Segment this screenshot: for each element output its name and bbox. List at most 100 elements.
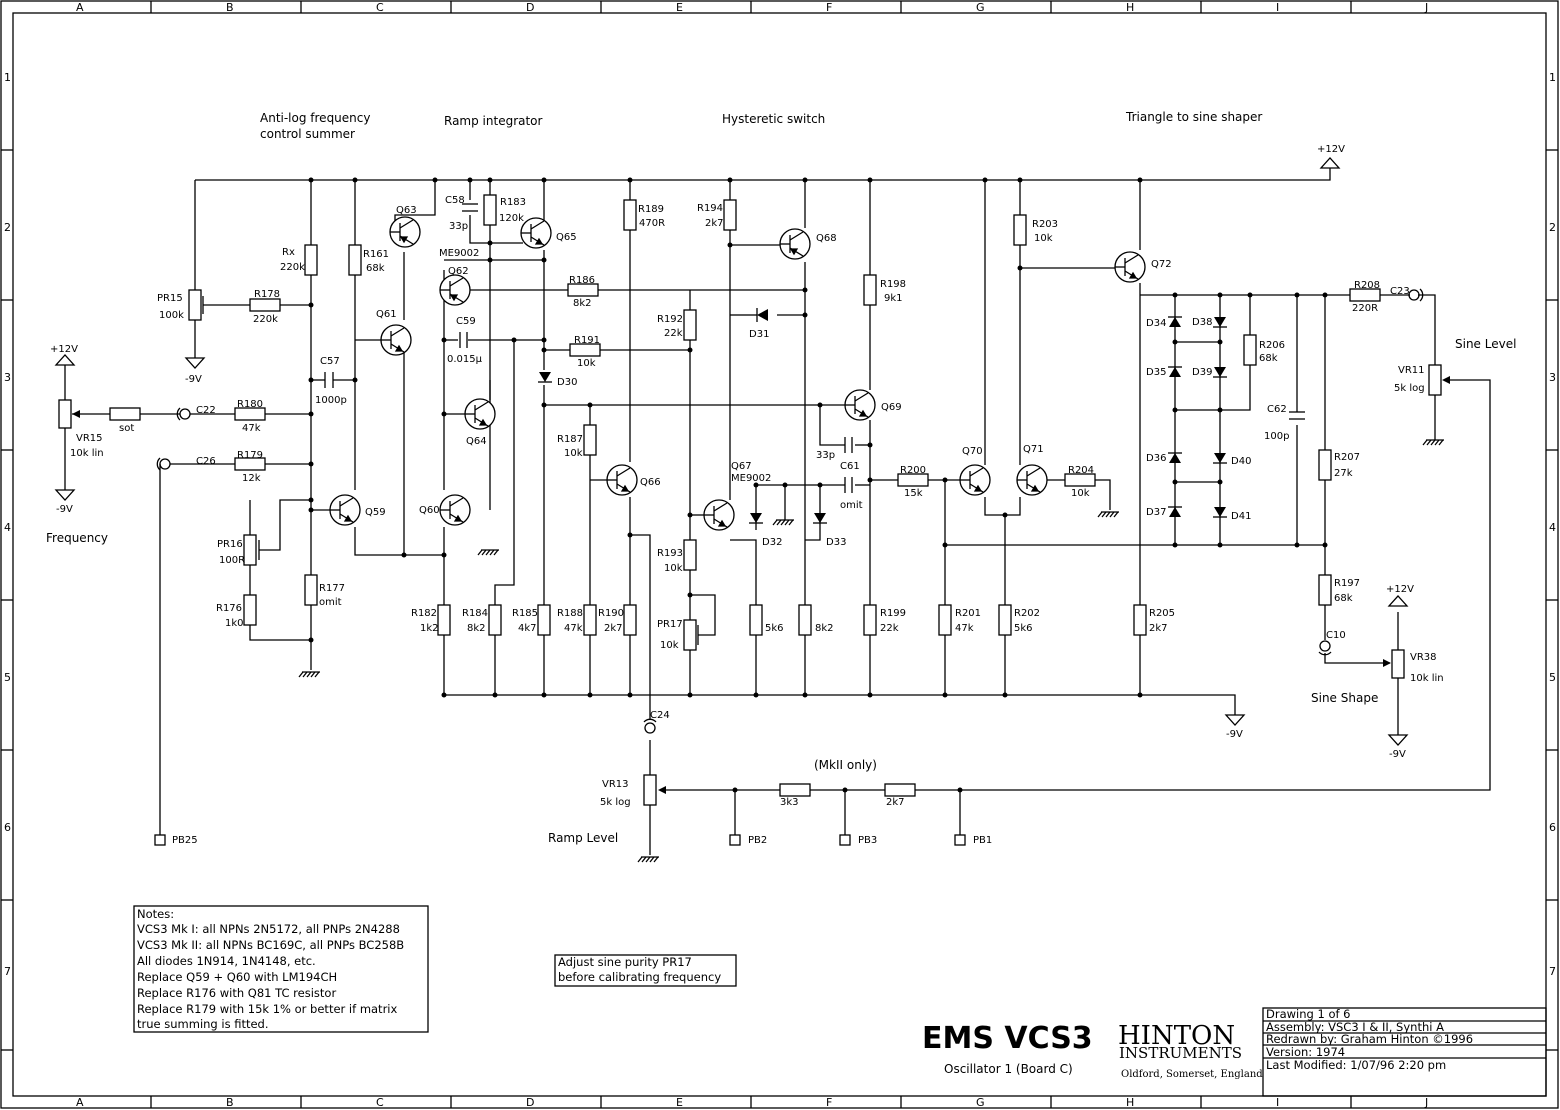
junction-dot [541,347,547,353]
grid-col-i-bottom: I [1276,1096,1279,1109]
junction-dot [1217,542,1223,548]
junction-dot [1017,177,1023,183]
socket-c10 [1319,640,1331,652]
transistor-q65 [520,217,552,249]
label-c23: C23 [1390,286,1410,297]
label-d36: D36 [1146,453,1166,464]
pot-pr17 [683,619,697,651]
label-r187: R187 [557,434,583,445]
label-pr17-value: 10k [660,640,679,651]
junction-dot [627,692,633,698]
label-r206-value: 68k [1259,353,1278,364]
resistor-r189 [623,199,637,231]
label-r188: R188 [557,608,583,619]
label-minus9-vr15: -9V [56,504,73,515]
label-vr38-value: 10k lin [1410,673,1444,684]
title-block [1262,1007,1547,1097]
junction-dot [1172,292,1178,298]
junction-dot [1217,479,1223,485]
resistor-r185 [537,604,551,636]
brand-location: Oldford, Somerset, England [1121,1069,1263,1080]
ground-e [1422,439,1444,446]
transistor-q64 [464,398,496,430]
resistor-r183 [483,194,497,226]
diode-3 [1168,452,1182,463]
transistor-q62 [439,274,471,306]
grid-col-g: G [976,1,985,14]
grid-row-7-right: 7 [1549,965,1556,978]
label-plus12-vr38: +12V [1386,584,1414,595]
resistor-r198 [863,274,877,306]
junction-dot [441,552,447,558]
resistor-r177 [304,574,318,606]
label-r188-value: 47k [564,623,583,634]
resistor-r179 [234,457,266,471]
label-r180: R180 [237,399,263,410]
label-r205-value: 2k7 [1149,623,1168,634]
label-c26: C26 [196,456,216,467]
label-q66: Q66 [640,477,661,488]
label-r191: R191 [574,335,600,346]
label-q67: Q67 [731,461,752,472]
supply-vr15-top [54,354,76,366]
capacitor-c59 [459,332,468,348]
resistor-r190 [623,604,637,636]
label-sine-level: Sine Level [1455,337,1516,351]
label-r202: R202 [1014,608,1040,619]
label-3k3: 3k3 [780,797,799,808]
label-r191-value: 10k [577,358,596,369]
label-r192: R192 [657,314,683,325]
grid-row-3-right: 3 [1549,371,1556,384]
label-sine-shape: Sine Shape [1311,691,1378,705]
junction-dot [982,177,988,183]
label-q72: Q72 [1151,259,1172,270]
junction-dot [1002,692,1008,698]
grid-row-6-right: 6 [1549,821,1556,834]
resistor-r191 [569,343,601,357]
transistor-q69 [844,389,876,421]
label-r182: R182 [411,608,437,619]
label-q68: Q68 [816,233,837,244]
capacitor-c57 [324,372,334,388]
junction-dot [1172,339,1178,345]
label-vr15-value: 10k lin [70,448,104,459]
supply-pr15 [184,357,206,369]
resistor-r203 [1013,214,1027,246]
junction-dot [487,240,493,246]
label-c57-value: 1000p [315,395,347,406]
junction-dot [753,482,759,488]
supply-vr38-bottom [1387,734,1409,746]
junction-dot [687,347,693,353]
label-r208: R208 [1354,280,1380,291]
label-c58-value: 33p [449,221,468,232]
diode-10 [813,513,827,524]
label-d31: D31 [749,329,769,340]
label-frequency: Frequency [46,531,108,545]
label-r183: R183 [500,197,526,208]
ground-a [298,671,320,678]
supply-rail-bottom [1224,714,1246,726]
label-sot: sot [119,423,134,434]
junction-dot [753,692,759,698]
diode-7 [1213,453,1227,464]
junction-dot [727,177,733,183]
label-r198-value: 9k1 [884,293,903,304]
resistor-2k7 [884,783,916,797]
label-q62: Q62 [448,266,469,277]
label-c58: C58 [445,195,465,206]
junction-dot [401,552,407,558]
capacitor-c62 [1289,411,1305,420]
diode-d31 [730,308,768,322]
junction-dot [867,442,873,448]
resistor-r176 [243,594,257,626]
junction-dot [1294,292,1300,298]
label-d33: D33 [826,537,846,548]
grid-col-e-bottom: E [676,1096,683,1109]
titleblock-redrawn: Redrawn by: Graham Hinton ©1996 [1266,1032,1473,1046]
label-q69: Q69 [881,402,902,413]
label-pb1: PB1 [973,835,992,846]
junction-dot [1294,542,1300,548]
note-line-7: Replace R179 with 15k 1% or better if ma… [137,1002,397,1016]
junction-dot [487,177,493,183]
